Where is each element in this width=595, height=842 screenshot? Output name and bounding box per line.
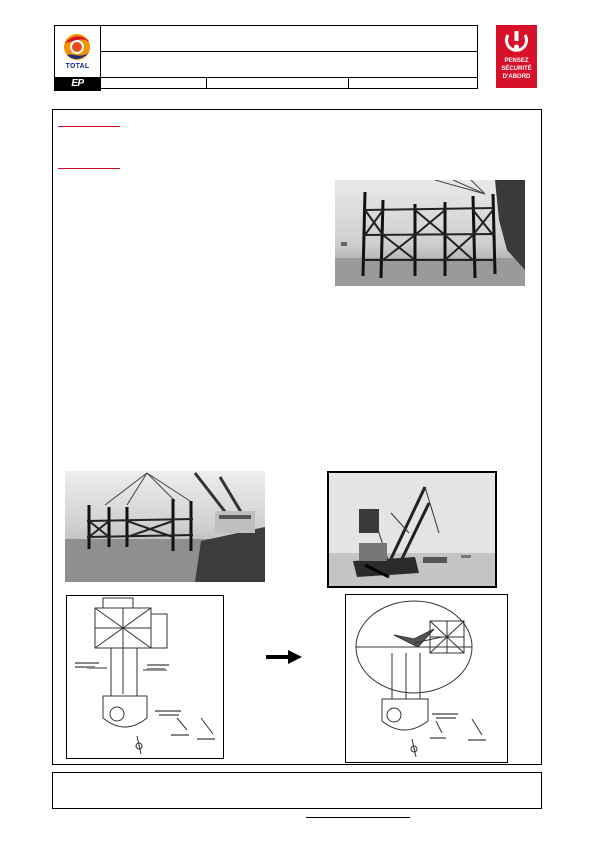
jacket-structure-photo <box>335 180 525 286</box>
safety-person-icon <box>505 31 528 52</box>
lift-plan-drawing-rotated <box>345 594 508 763</box>
main-content-frame <box>52 109 542 765</box>
badge-line-2: SÉCURITÉ <box>501 66 532 72</box>
total-logo-icon <box>64 34 90 60</box>
document-header-table <box>100 25 478 89</box>
lift-plan-drawing-initial <box>66 595 224 759</box>
document-footer-box <box>52 772 542 809</box>
logo-division-text: EP <box>54 77 101 90</box>
logo-brand-text: TOTAL <box>65 63 90 70</box>
badge-line-3: D'ABORD <box>502 74 531 80</box>
right-arrow-icon <box>266 650 302 669</box>
header-cell-divider <box>206 77 207 88</box>
header-row-divider <box>101 77 477 78</box>
section-heading-underline <box>58 168 120 169</box>
crane-lift-photo <box>65 471 265 582</box>
section-heading-underline <box>58 126 120 127</box>
header-cell-divider <box>348 77 349 88</box>
header-row-divider <box>101 51 477 52</box>
crane-barge-photo <box>327 471 497 588</box>
badge-line-1: PENSEZ <box>504 58 529 64</box>
footer-underline <box>306 817 410 818</box>
safety-first-badge: PENSEZ SÉCURITÉ D'ABORD <box>496 25 537 88</box>
company-logo <box>54 25 101 91</box>
